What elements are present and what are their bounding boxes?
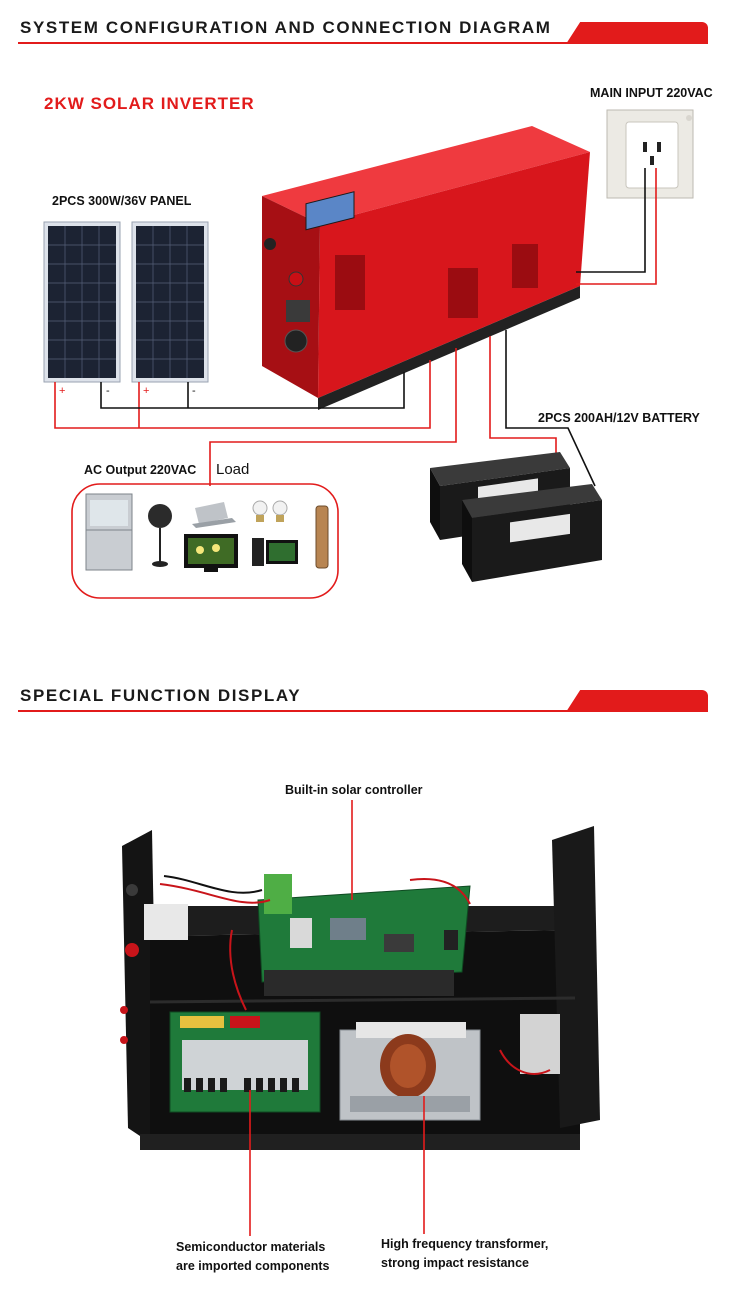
battery-label: 2PCS 200AH/12V BATTERY xyxy=(538,411,700,425)
section-header-system: SYSTEM CONFIGURATION AND CONNECTION DIAG… xyxy=(0,4,750,50)
inverter-unit xyxy=(262,126,590,410)
load-box xyxy=(71,483,339,599)
solar-controller-pcb xyxy=(257,874,471,996)
television-icon xyxy=(184,534,238,572)
header-red-tab xyxy=(566,22,708,44)
solar-panel-2 xyxy=(131,221,209,383)
panel-wires xyxy=(54,360,431,429)
internal-wires xyxy=(159,875,471,1011)
callout-semiconductor: Semiconductor materials are imported com… xyxy=(176,1240,330,1273)
desktop-computer-icon xyxy=(252,538,298,566)
refrigerator-icon xyxy=(85,493,133,571)
power-board-pcb xyxy=(169,1011,321,1113)
section-title: SPECIAL FUNCTION DISPLAY xyxy=(20,686,302,705)
main-input-label: MAIN INPUT 220VAC xyxy=(590,86,713,100)
wall-socket-icon xyxy=(606,109,694,199)
polarity-minus-2: - xyxy=(192,385,196,397)
ac-terminal-block xyxy=(499,1014,560,1075)
light-bulb-icon xyxy=(252,500,288,522)
header-red-rule xyxy=(18,710,708,712)
battery-wires xyxy=(489,330,596,487)
ac-output-label: AC Output 220VAC xyxy=(84,463,197,477)
transformer xyxy=(339,1022,481,1121)
terminal-bracket xyxy=(120,884,188,1044)
callout-solar-controller: Built-in solar controller xyxy=(285,783,423,797)
polarity-plus-2: + xyxy=(143,385,149,397)
water-pump-icon xyxy=(315,505,329,569)
laptop-icon xyxy=(192,502,236,528)
connection-diagram: + - + - xyxy=(43,109,694,599)
panel-label: 2PCS 300W/36V PANEL xyxy=(52,194,192,208)
load-label: Load xyxy=(216,461,250,478)
solar-panel-1 xyxy=(43,221,121,383)
section-header-special: SPECIAL FUNCTION DISPLAY xyxy=(0,672,750,718)
header-red-rule xyxy=(18,42,708,44)
main-input-wires xyxy=(576,168,657,285)
callout-transformer: High frequency transformer, strong impac… xyxy=(381,1237,549,1270)
battery-2 xyxy=(462,484,602,582)
inverter-title: 2KW SOLAR INVERTER xyxy=(44,94,255,113)
standing-fan-icon xyxy=(148,504,172,567)
polarity-plus-1: + xyxy=(59,385,65,397)
header-red-tab xyxy=(566,690,708,712)
section-title: SYSTEM CONFIGURATION AND CONNECTION DIAG… xyxy=(20,18,552,37)
polarity-minus-1: - xyxy=(106,385,110,397)
ac-output-wires xyxy=(209,348,457,486)
